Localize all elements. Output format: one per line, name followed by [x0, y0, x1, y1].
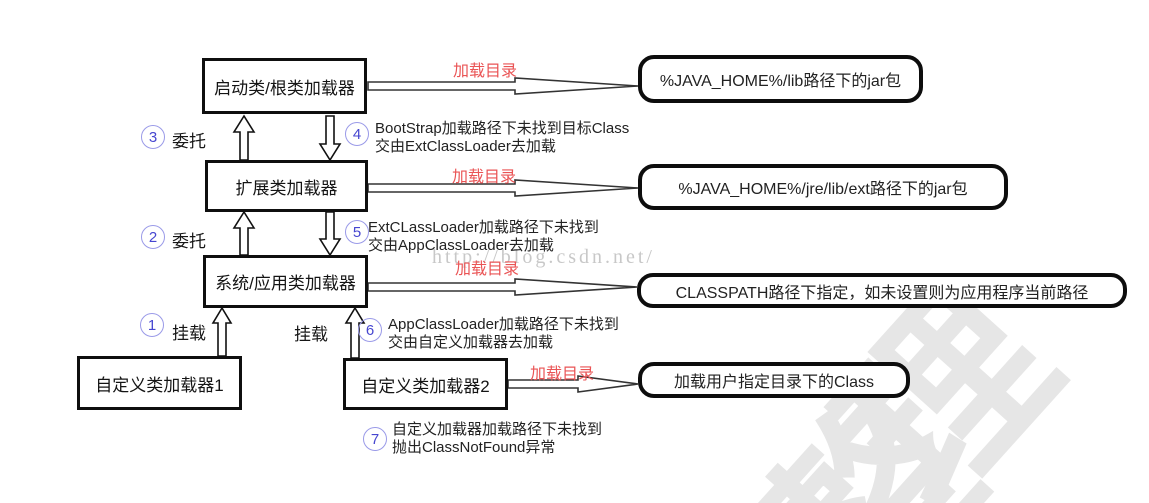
note-step-6-line2: 交由自定义加载器去加载: [388, 333, 554, 351]
box-custom-classloader-1: 自定义类加载器1: [77, 356, 242, 410]
load-dir-arrow-bootstrap: [367, 77, 639, 95]
box-custom1-label: 自定义类加载器1: [95, 375, 224, 395]
step-circle-7: 7: [363, 427, 387, 451]
box-bootstrap-classloader: 启动类/根类加载器: [202, 58, 367, 114]
watermark-url: http://blog.csdn.net/: [432, 246, 655, 268]
step-3-num: 3: [148, 128, 158, 146]
step-circle-2: 2: [141, 225, 165, 249]
load-dir-arrow-system: [367, 278, 638, 296]
box-system-classloader: 系统/应用类加载器: [203, 255, 368, 308]
box-custom-classloader-2: 自定义类加载器2: [343, 358, 508, 410]
step-4-num: 4: [352, 125, 362, 143]
step-1-num: 1: [147, 316, 157, 334]
note-step-4-line1: BootStrap加载路径下未找到目标Class: [375, 120, 630, 137]
box-extension-classloader: 扩展类加载器: [205, 160, 368, 212]
delegate-up-arrow-sys-to-ext: [232, 210, 256, 256]
load-dir-label-bootstrap: 加载目录: [453, 63, 518, 80]
delegate-up-arrow-ext-to-bootstrap: [232, 114, 256, 161]
step-2-num: 2: [148, 228, 158, 246]
delegate-label-top: 委托: [172, 132, 206, 151]
step-circle-4: 4: [345, 122, 369, 146]
box-bootstrap-label: 启动类/根类加载器: [214, 78, 355, 98]
note-step-5: ExtCLassLoader加载路径下未找到 交由AppClassLoader去…: [368, 219, 599, 254]
step-5-num: 5: [352, 223, 362, 241]
load-dir-label-extension: 加载目录: [452, 169, 517, 186]
note-step-7-line2: 抛出ClassNotFound异常: [392, 438, 556, 456]
mount-label-right: 挂载: [294, 325, 328, 344]
note-step-5-line2: 交由AppClassLoader去加载: [368, 236, 554, 254]
note-step-7-line1: 自定义加载器加载路径下未找到: [392, 421, 603, 438]
mount-up-arrow-custom1-to-sys: [211, 306, 233, 357]
target-box-user-dir: 加载用户指定目录下的Class: [638, 362, 910, 398]
step-circle-6: 6: [358, 318, 382, 342]
step-circle-1: 1: [140, 313, 164, 337]
target-box-java-home-lib: %JAVA_HOME%/lib路径下的jar包: [638, 55, 923, 103]
step-6-num: 6: [365, 321, 375, 339]
load-dir-arrow-extension: [367, 179, 639, 197]
note-step-4: BootStrap加载路径下未找到目标Class 交由ExtClassLoade…: [375, 120, 629, 155]
fallback-down-arrow-bootstrap-to-ext: [318, 115, 342, 162]
mount-label-left: 挂载: [172, 324, 206, 343]
box-custom2-label: 自定义类加载器2: [361, 376, 490, 396]
note-step-6: AppClassLoader加载路径下未找到 交由自定义加载器去加载: [388, 316, 619, 351]
note-step-7: 自定义加载器加载路径下未找到 抛出ClassNotFound异常: [392, 421, 602, 456]
delegate-label-middle: 委托: [172, 232, 206, 251]
fallback-down-arrow-ext-to-sys: [318, 211, 342, 257]
load-dir-label-system: 加载目录: [455, 261, 520, 278]
step-circle-5: 5: [345, 220, 369, 244]
load-dir-label-custom2: 加载目录: [530, 366, 595, 383]
load-dir-arrow-custom2: [507, 375, 639, 393]
box-system-label: 系统/应用类加载器: [215, 274, 356, 293]
note-step-5-line1: ExtCLassLoader加载路径下未找到: [368, 219, 599, 236]
target-jre-lib-ext-label: %JAVA_HOME%/jre/lib/ext路径下的jar包: [678, 181, 968, 198]
note-step-4-line2: 交由ExtClassLoader去加载: [375, 137, 556, 155]
box-extension-label: 扩展类加载器: [235, 178, 338, 198]
note-step-6-line1: AppClassLoader加载路径下未找到: [388, 316, 619, 333]
target-box-classpath: CLASSPATH路径下指定，如未设置则为应用程序当前路径: [637, 273, 1127, 308]
target-user-dir-label: 加载用户指定目录下的Class: [673, 374, 874, 391]
step-circle-3: 3: [141, 125, 165, 149]
target-box-jre-lib-ext: %JAVA_HOME%/jre/lib/ext路径下的jar包: [638, 164, 1008, 210]
target-java-home-lib-label: %JAVA_HOME%/lib路径下的jar包: [659, 73, 902, 90]
target-classpath-label: CLASSPATH路径下指定，如未设置则为应用程序当前路径: [675, 284, 1089, 302]
step-7-num: 7: [370, 430, 380, 448]
